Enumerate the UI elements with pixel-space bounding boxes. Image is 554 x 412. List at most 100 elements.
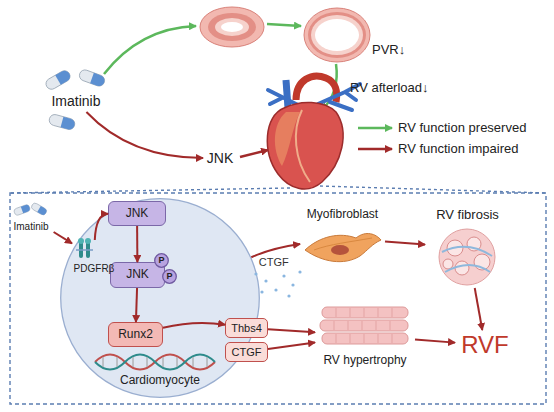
node-text: Cardiomyocyte — [120, 374, 200, 388]
gene-box: Thbs4 — [225, 318, 268, 338]
hypertrophy-illustration — [320, 307, 408, 344]
heart-illustration — [268, 90, 300, 106]
edge-label: CTGF — [259, 256, 289, 268]
hypertrophy-illustration — [322, 307, 408, 318]
green-arrow — [322, 64, 337, 110]
signal-arrow — [268, 329, 315, 332]
ctgf-particles — [291, 283, 294, 286]
zoom-frame — [10, 186, 546, 193]
cell-circle: Cardiomyocyte JNKJNKPP Runx2 — [60, 198, 260, 398]
outcome-label: RV hypertrophy — [315, 303, 415, 368]
outcome-label: RV fibrosis — [425, 208, 510, 288]
fibrosis-illustration — [439, 229, 495, 285]
fibrosis-illustration — [447, 240, 463, 256]
pill-icon — [48, 113, 76, 130]
hypertrophy-illustration — [322, 333, 408, 344]
pill-icon — [55, 69, 72, 85]
transcription-factor-box: Runx2 — [108, 322, 163, 347]
ctgf-particles — [282, 274, 285, 277]
node-text: P — [158, 255, 164, 265]
vessel-opened — [315, 19, 359, 51]
protein-box: JNKPP — [110, 262, 165, 288]
node-text: Imatinib — [51, 93, 100, 109]
signal-arrow — [251, 244, 300, 257]
node-text: RVF — [461, 331, 509, 359]
pill-icon — [78, 68, 106, 87]
pathway-label: JNK — [203, 149, 237, 167]
vessel-remodeled — [200, 7, 264, 47]
vessel-opened — [304, 8, 370, 62]
gene-box: CTGF — [225, 342, 268, 362]
vessel-opened — [311, 15, 363, 55]
fibrosis-illustration — [455, 261, 469, 275]
pill-icon — [30, 202, 47, 216]
heart-illustration — [267, 76, 360, 189]
pill-icon — [78, 68, 106, 87]
node-text: CTGF — [232, 346, 262, 359]
pill-icon — [44, 69, 72, 92]
vessel-remodeled — [200, 7, 264, 47]
myofibroblast-illustration — [305, 234, 381, 262]
pill-icon — [13, 204, 30, 216]
heart-illustration — [296, 110, 310, 182]
signal-arrow — [385, 241, 425, 244]
node-text: Runx2 — [118, 328, 153, 342]
legend-text: RV function preserved — [398, 120, 526, 135]
pill-icon — [30, 202, 47, 216]
pill-icon — [44, 68, 106, 130]
legend-text: RV function impaired — [398, 141, 518, 156]
phospho-circle: P — [162, 269, 177, 284]
pill-icon — [37, 206, 47, 216]
node-text: JNK — [126, 268, 149, 282]
heart-illustration — [318, 84, 360, 110]
zoom-frame — [10, 193, 546, 404]
node-text: RV fibrosis — [436, 208, 499, 223]
fibrosis-illustration — [467, 237, 481, 251]
pill-icon — [48, 113, 76, 130]
fibrosis-illustration — [443, 259, 453, 269]
signal-arrow — [415, 339, 455, 342]
heart-illustration — [286, 80, 288, 108]
green-arrow — [267, 24, 301, 26]
signal-arrow — [54, 232, 72, 243]
hypertrophy-illustration — [334, 308, 392, 343]
hypertrophy-illustration — [320, 320, 408, 331]
vessel-opened — [308, 12, 366, 58]
myofibroblast-illustration — [314, 238, 372, 250]
drug-label: Imatinib — [40, 90, 112, 112]
legend-sample — [358, 128, 392, 149]
node-outline — [155, 254, 169, 268]
vessel-remodeled — [215, 18, 249, 36]
ctgf-particles — [287, 294, 290, 297]
signal-arrow — [86, 112, 203, 158]
pill-icon — [13, 204, 30, 216]
ctgf-particles — [264, 279, 267, 282]
fibrosis-illustration — [439, 229, 495, 285]
green-arrow — [104, 26, 196, 74]
vessel-opened — [304, 8, 370, 62]
ctgf-particles — [298, 270, 301, 273]
myofibroblast-illustration — [331, 245, 349, 255]
heart-illustration — [296, 76, 337, 102]
node-outline — [163, 270, 177, 284]
fibrosis-illustration — [442, 247, 492, 272]
signal-arrow — [475, 288, 483, 330]
pill-icon — [61, 117, 76, 131]
phospho-circle: P — [154, 253, 169, 268]
legend-sample — [358, 148, 392, 151]
ctgf-particles — [260, 290, 263, 293]
receptor-label: PDGFRβ — [72, 240, 116, 274]
pill-icon — [13, 202, 47, 216]
fibrosis-illustration — [474, 254, 490, 270]
effect-label: RV afterload↓ — [350, 80, 429, 95]
node-outline — [60, 198, 260, 398]
heart-illustration — [267, 102, 343, 189]
heart-illustration — [275, 112, 300, 166]
vessel-remodeled — [208, 13, 256, 41]
pill-icon — [44, 69, 72, 92]
outcome-text: RVF — [455, 330, 515, 360]
node-outline — [61, 199, 260, 398]
ctgf-particles — [274, 288, 277, 291]
zoom-frame — [10, 186, 546, 404]
